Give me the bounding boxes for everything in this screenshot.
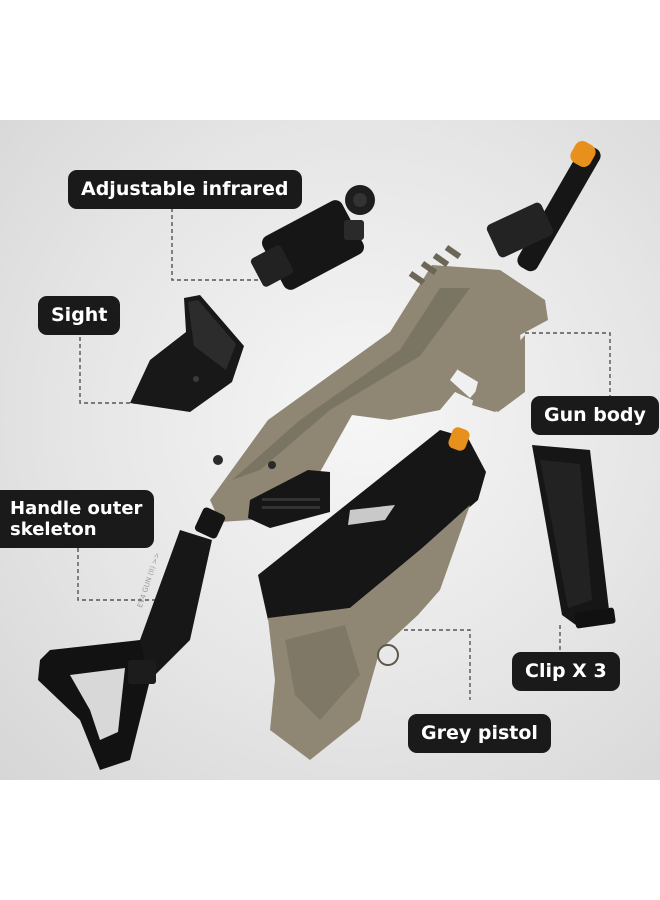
leader-pistol (390, 629, 471, 700)
product-illustration: EV4 GUN (II) >> (38, 141, 616, 770)
label-adjustable-infrared: Adjustable infrared (68, 170, 302, 209)
label-sight: Sight (38, 296, 121, 335)
leader-infrared (171, 208, 262, 281)
label-handle-outer-skeleton: Handle outer skeleton (0, 490, 155, 548)
label-grey-pistol: Grey pistol (408, 714, 551, 753)
magazine-icon (532, 445, 616, 629)
pistol-icon (258, 427, 486, 760)
label-gun-body: Gun body (531, 396, 659, 435)
leader-gun-body (525, 332, 611, 396)
sight-icon (130, 295, 244, 412)
gun-body-icon (210, 141, 601, 528)
label-clip: Clip X 3 (512, 652, 620, 691)
product-photo-scene: EV4 GUN (II) >> Adjustable infrared Sigh… (0, 120, 660, 780)
leader-sight (79, 330, 140, 404)
leader-handle (77, 548, 172, 601)
infrared-laser-icon (250, 185, 375, 290)
